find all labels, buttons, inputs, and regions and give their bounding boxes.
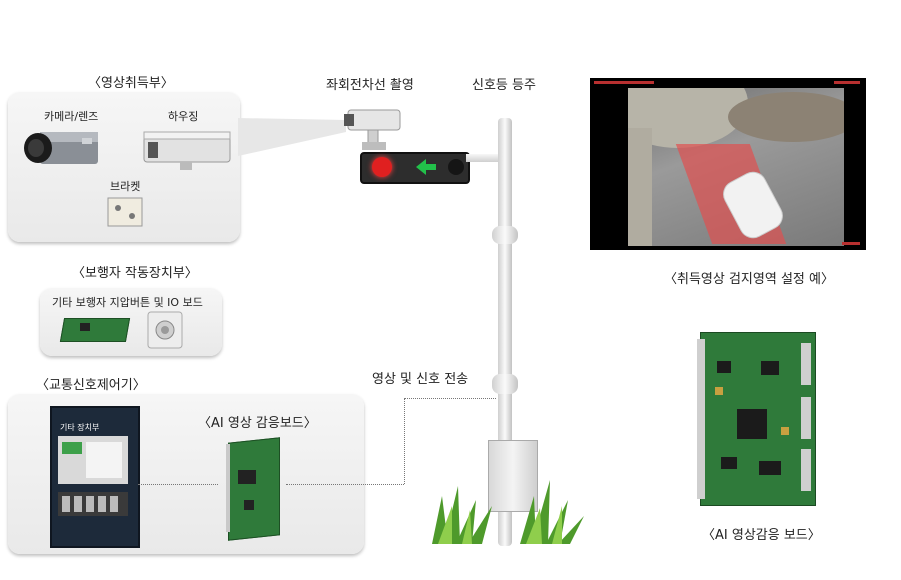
ai-board-icon	[228, 437, 280, 541]
io-board-icon	[59, 318, 131, 342]
push-button-icon	[147, 311, 183, 349]
board-to-pole-line	[286, 484, 404, 485]
pedestrian-title: 〈보행자 작동장치부〉	[72, 266, 198, 281]
board-caption: 〈AI 영상감응 보드〉	[702, 528, 821, 543]
cabinet-header: 기타 장치부	[60, 423, 100, 432]
processor-chip	[737, 409, 767, 439]
grass-decoration	[432, 480, 584, 544]
camera-lens-label: 카메라/렌즈	[44, 110, 99, 123]
pole-vertical-line	[404, 398, 405, 484]
cabinet-to-board-line	[138, 484, 218, 485]
signal-pole	[498, 118, 512, 546]
pedestrian-caption: 기타 보행자 지압버튼 및 IO 보드	[52, 296, 203, 309]
bracket-icon	[107, 197, 143, 227]
pole-cabinet	[488, 440, 538, 512]
housing-icon	[143, 131, 231, 170]
red-light-icon	[372, 157, 392, 177]
left-turn-camera-label: 좌회전차선 촬영	[326, 78, 414, 93]
green-arrow-icon	[416, 159, 436, 175]
controller-cabinet: 기타 장치부	[50, 406, 140, 548]
controller-board-label: 〈AI 영상 감응보드〉	[198, 416, 317, 431]
detection-screenshot	[590, 78, 866, 250]
camera-icon	[24, 132, 98, 164]
housing-label: 하우징	[168, 110, 199, 123]
example-caption: 〈취득영상 검지영역 설정 예〉	[664, 272, 834, 287]
bracket-label: 브라켓	[110, 180, 141, 193]
pole-feed-line	[404, 398, 496, 399]
signal-pole-label: 신호등 등주	[472, 78, 536, 93]
ai-board-photo	[697, 332, 816, 506]
controller-title: 〈교통신호제어기〉	[36, 378, 146, 393]
transmission-label: 영상 및 신호 전송	[372, 372, 469, 387]
cctv-camera-icon	[344, 109, 401, 150]
projection-wedge	[238, 118, 346, 156]
capture-title: 〈영상취득부〉	[88, 76, 174, 91]
camera-view	[628, 88, 844, 246]
pole-arm	[466, 154, 506, 162]
